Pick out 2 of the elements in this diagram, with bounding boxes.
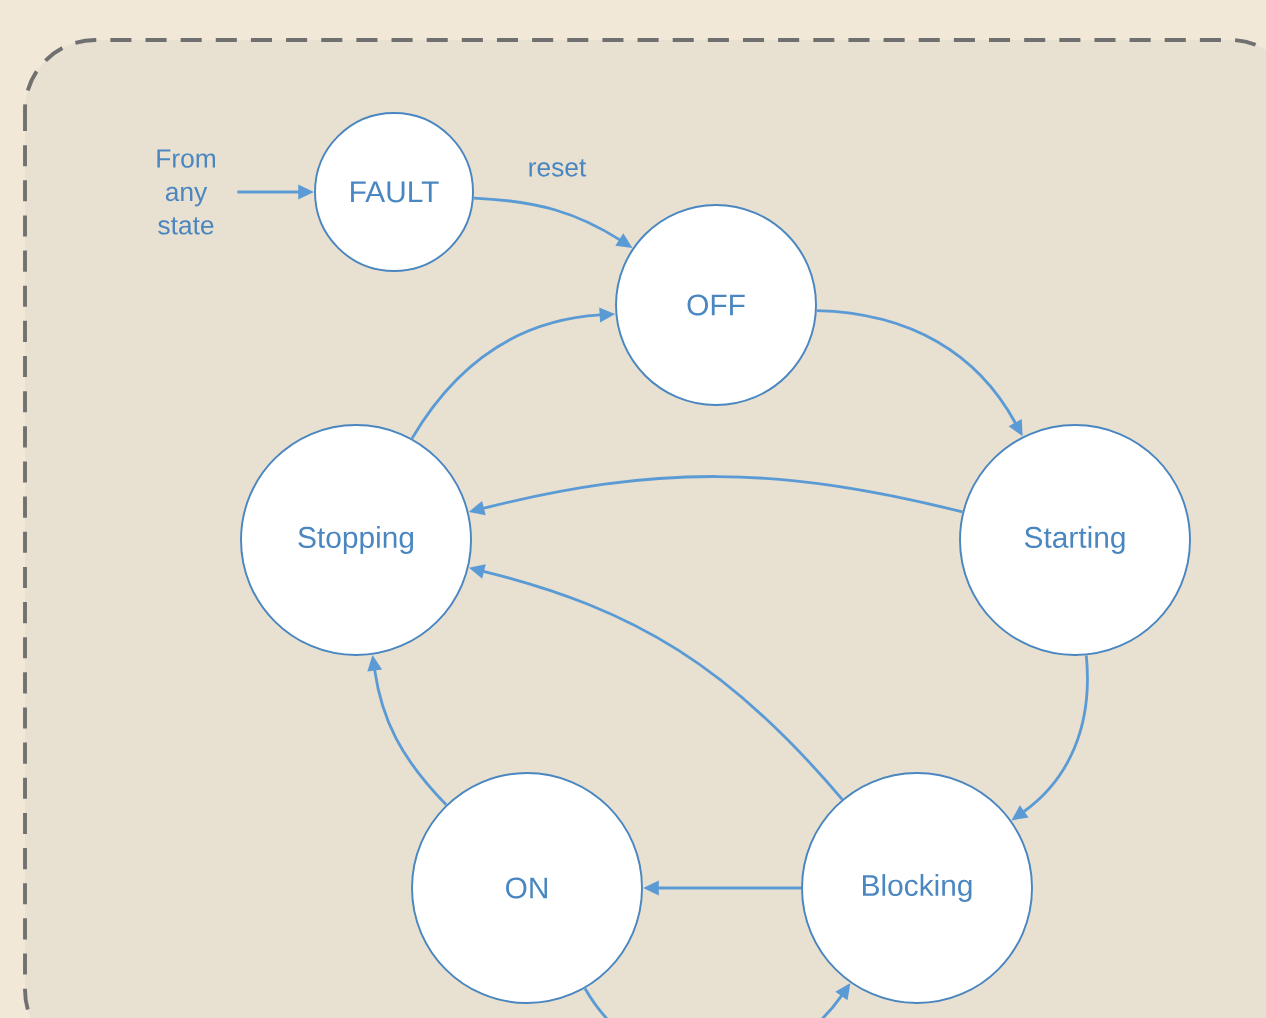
state-label: From any state	[157, 149, 215, 235]
edge-label: reset	[529, 159, 587, 177]
